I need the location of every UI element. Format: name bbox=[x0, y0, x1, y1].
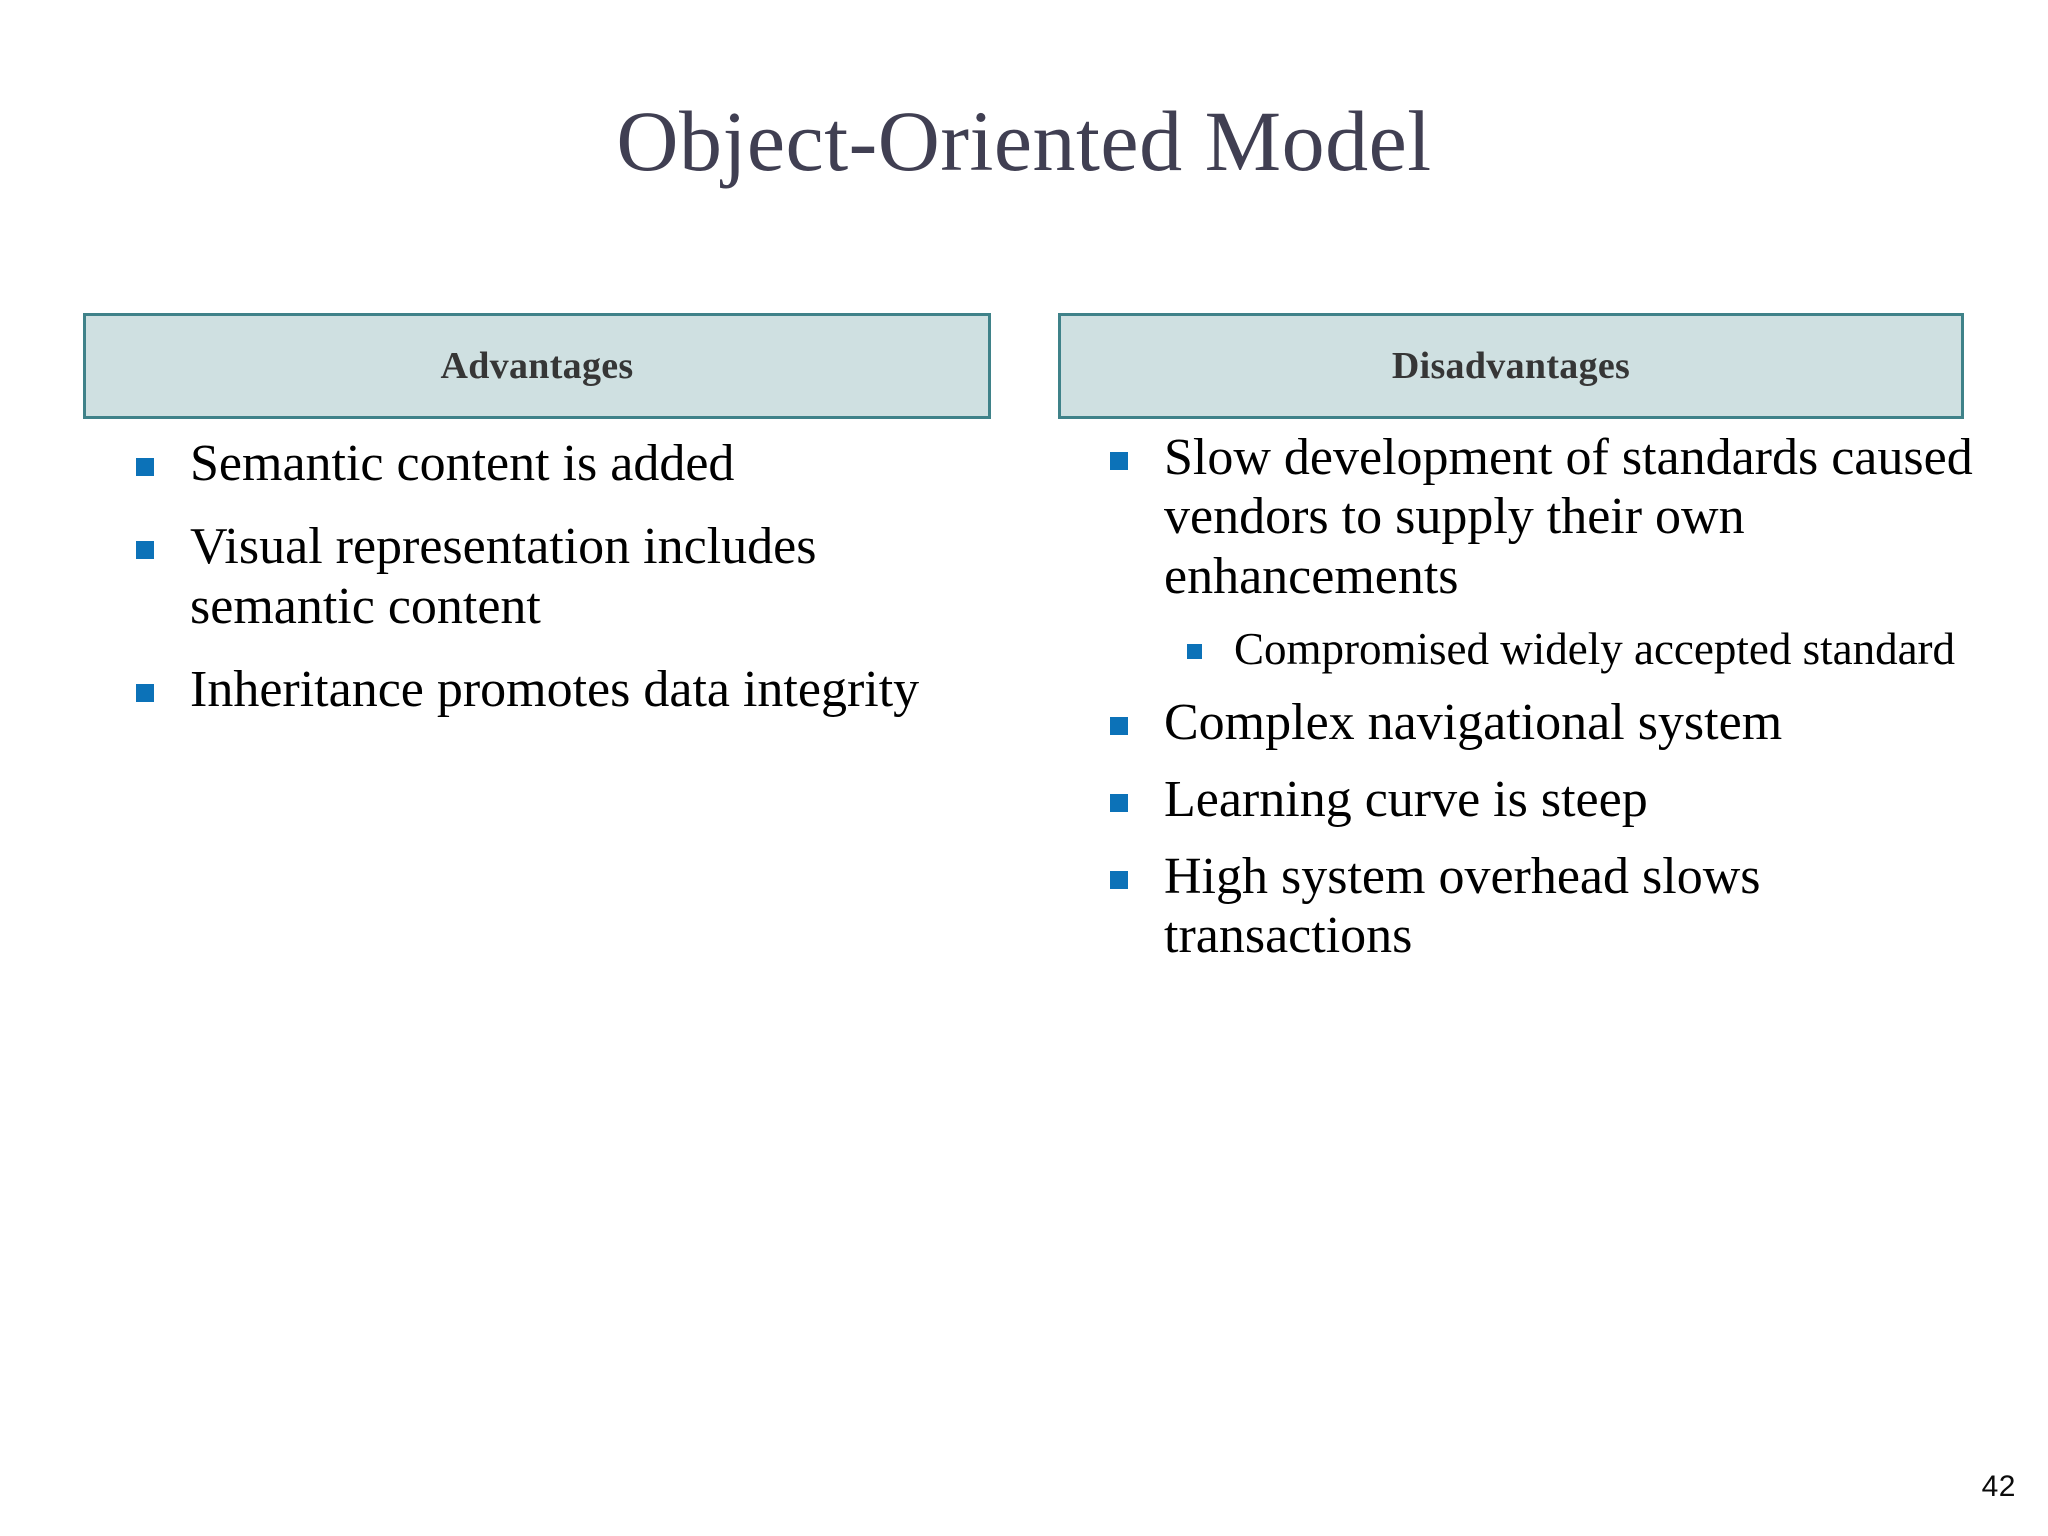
bullet-square-icon bbox=[136, 458, 154, 476]
bullet-square-icon bbox=[1187, 643, 1202, 659]
bullet-square-icon bbox=[1110, 716, 1128, 735]
bullet-square-icon bbox=[1110, 452, 1128, 470]
list-item-text: Complex navigational system bbox=[1164, 693, 1783, 751]
column-header-advantages-label: Advantages bbox=[440, 345, 634, 387]
list-item: Complex navigational system bbox=[1074, 693, 1974, 752]
list-item-text: Semantic content is added bbox=[190, 435, 735, 492]
column-header-advantages: Advantages bbox=[83, 313, 991, 419]
column-header-disadvantages: Disadvantages bbox=[1058, 313, 1964, 419]
list-item-text: Learning curve is steep bbox=[1164, 770, 1648, 828]
page-title: Object-Oriented Model bbox=[616, 93, 1432, 189]
list-item-sub: Compromised widely accepted standard bbox=[1074, 624, 1974, 675]
bullet-square-icon bbox=[1110, 871, 1128, 890]
bullet-square-icon bbox=[136, 683, 154, 702]
list-item: Visual representation includes semantic … bbox=[100, 517, 1000, 636]
bullet-square-icon bbox=[136, 541, 154, 560]
list-item: Learning curve is steep bbox=[1074, 770, 1974, 829]
advantages-bullet-list: Semantic content is added Visual represe… bbox=[100, 434, 1000, 743]
list-item: Inheritance promotes data integrity bbox=[100, 660, 1000, 719]
list-item-text: Visual representation includes semantic … bbox=[190, 518, 817, 635]
list-item-text: Slow development of standards caused ven… bbox=[1164, 429, 1973, 605]
list-item: High system overhead slows transactions bbox=[1074, 847, 1974, 966]
list-item-text: Compromised widely accepted standard bbox=[1234, 623, 1956, 674]
list-item-text: Inheritance promotes data integrity bbox=[190, 660, 920, 718]
disadvantages-bullet-list: Slow development of standards caused ven… bbox=[1074, 428, 1974, 984]
column-header-disadvantages-label: Disadvantages bbox=[1391, 345, 1631, 387]
list-item-text: High system overhead slows transactions bbox=[1164, 848, 1761, 965]
list-item: Slow development of standards caused ven… bbox=[1074, 428, 1974, 606]
page-number: 42 bbox=[1981, 1470, 2016, 1503]
bullet-square-icon bbox=[1110, 793, 1128, 812]
list-item: Semantic content is added bbox=[100, 434, 1000, 493]
